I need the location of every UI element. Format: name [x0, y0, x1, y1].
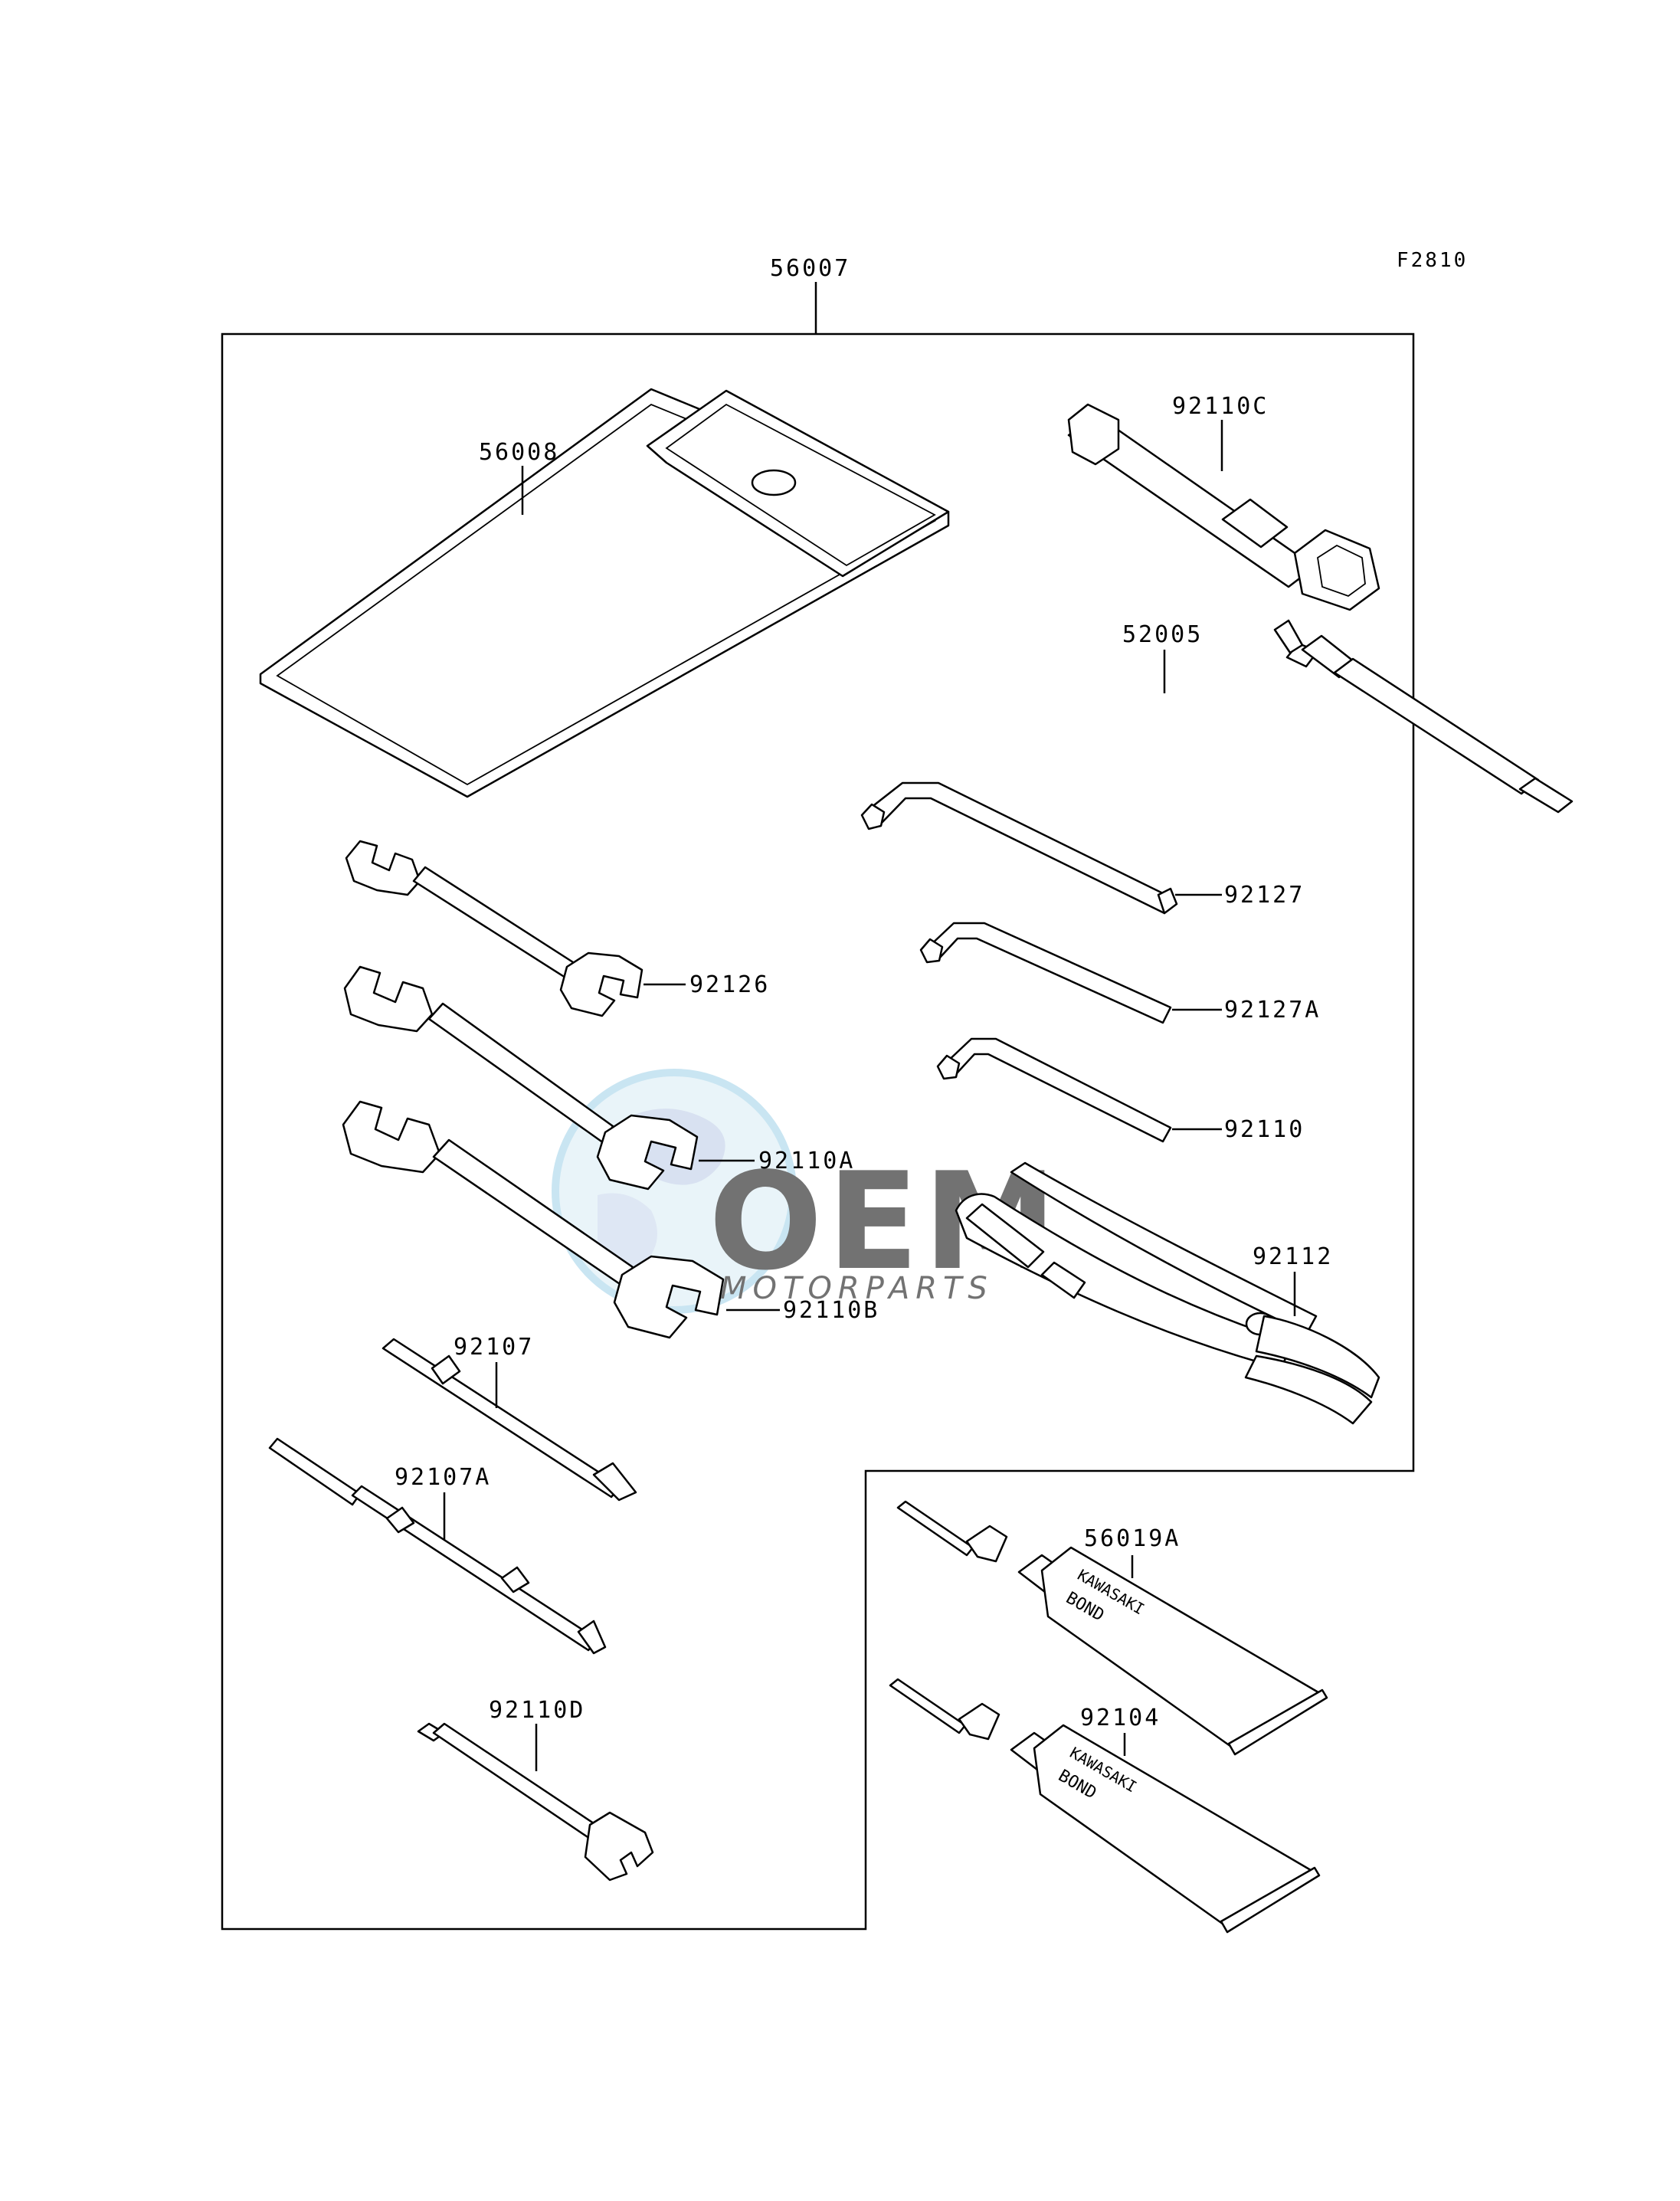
- pouch-body: [259, 388, 950, 798]
- bond-a-nozzle: [896, 1500, 974, 1557]
- pouch-flap-edge: [665, 403, 936, 567]
- hex-key-large: [860, 781, 1178, 915]
- bond-b-crimp: [1220, 1866, 1321, 1934]
- spoke-driver-bit: [1518, 777, 1574, 814]
- plug-wrench-large-hex: [1293, 529, 1380, 611]
- label-hex-key-large[interactable]: 92127: [1224, 882, 1305, 909]
- hex-key-large-end: [860, 803, 886, 830]
- spoke-driver: [1273, 619, 1574, 814]
- label-plug-wrench[interactable]: 92110C: [1172, 393, 1269, 420]
- hex-key-medium: [919, 922, 1172, 1024]
- label-wrench-large[interactable]: 92110B: [783, 1297, 879, 1324]
- wrench-small-shank: [412, 866, 575, 979]
- bond-b-cap: [958, 1702, 1000, 1741]
- hex-key-large-body: [866, 781, 1174, 915]
- wrench-large: [342, 1100, 725, 1339]
- label-pliers[interactable]: 92112: [1253, 1243, 1333, 1270]
- bond-b-nozzle: [889, 1678, 967, 1734]
- spoke-driver-end: [1273, 619, 1304, 654]
- label-bond-a[interactable]: 56019A: [1084, 1525, 1181, 1552]
- pliers: [955, 1161, 1380, 1425]
- watermark-tagline: MOTORPARTS: [720, 1271, 994, 1306]
- driver-handle-lug-a: [385, 1506, 415, 1534]
- wrench-small-head-right: [559, 951, 644, 1017]
- wrench-medium-head-left: [343, 965, 434, 1033]
- label-pouch[interactable]: 56008: [479, 439, 559, 466]
- wrench-large-head-left: [342, 1100, 441, 1174]
- driver-handle-tip: [577, 1620, 607, 1655]
- bond-tube-b: KAWASAKI BOND: [889, 1678, 1321, 1934]
- wrench-medium: [343, 965, 699, 1191]
- label-spoke-wrench[interactable]: 92110D: [489, 1697, 585, 1724]
- pliers-grip-diamond: [1040, 1261, 1086, 1299]
- wrench-small-head-left: [345, 840, 421, 896]
- bond-tube-a: KAWASAKI BOND: [896, 1500, 1328, 1756]
- pouch-flap: [646, 389, 950, 578]
- hex-key-small-end: [936, 1054, 961, 1080]
- screwdriver-handle: [268, 1437, 607, 1655]
- continent-shape: [598, 1193, 657, 1266]
- label-driver-bit[interactable]: 92107: [454, 1334, 534, 1361]
- driver-handle-shaft: [351, 1485, 599, 1652]
- spoke-wrench: [417, 1722, 654, 1882]
- driver-handle-flat-blade: [268, 1437, 362, 1506]
- label-driver-handle[interactable]: 92107A: [395, 1464, 491, 1491]
- label-wrench-small[interactable]: 92126: [689, 971, 770, 998]
- hex-key-medium-end: [919, 938, 944, 964]
- kit-frame: [221, 332, 1415, 1931]
- wrench-small: [345, 840, 644, 1017]
- pliers-grip-texture: [965, 1203, 1045, 1269]
- driver-handle-lug-b: [500, 1566, 530, 1593]
- driver-bit-collar: [431, 1354, 461, 1385]
- label-hex-key-medium[interactable]: 92127A: [1224, 997, 1321, 1024]
- plug-wrench-collar: [1221, 498, 1289, 549]
- label-kit[interactable]: 56007: [770, 255, 850, 282]
- spoke-wrench-head: [584, 1811, 654, 1882]
- label-spoke-driver[interactable]: 52005: [1122, 621, 1203, 648]
- label-hex-key-small[interactable]: 92110: [1224, 1116, 1305, 1143]
- pouch-snap-button: [751, 469, 797, 496]
- label-wrench-medium[interactable]: 92110A: [758, 1148, 855, 1174]
- spoke-wrench-shaft: [432, 1722, 607, 1843]
- spark-plug-wrench: [1067, 403, 1380, 611]
- hex-key-small-body: [942, 1037, 1172, 1143]
- wrench-large-head-right: [613, 1255, 725, 1339]
- hex-key-small: [936, 1037, 1172, 1143]
- bond-a-crimp: [1227, 1688, 1328, 1756]
- wrench-medium-head-right: [596, 1114, 699, 1191]
- hex-key-medium-body: [925, 922, 1172, 1024]
- figure-code: F2810: [1397, 249, 1468, 272]
- pliers-upper-handle: [1010, 1161, 1318, 1335]
- driver-bit-tip: [592, 1462, 637, 1502]
- pliers-upper-jaw: [1255, 1315, 1380, 1399]
- bond-a-cap: [965, 1525, 1008, 1563]
- spoke-driver-shaft: [1333, 657, 1540, 795]
- screwdriver-bit: [382, 1338, 637, 1502]
- label-bond-b[interactable]: 92104: [1080, 1705, 1161, 1731]
- plug-wrench-small-hex: [1067, 403, 1120, 466]
- hex-key-large-tip: [1157, 887, 1178, 915]
- wrench-medium-shank: [427, 1002, 614, 1145]
- pliers-lower-jaw: [1244, 1354, 1373, 1425]
- plug-wrench-hex-socket: [1317, 544, 1366, 598]
- tool-pouch: [259, 388, 950, 798]
